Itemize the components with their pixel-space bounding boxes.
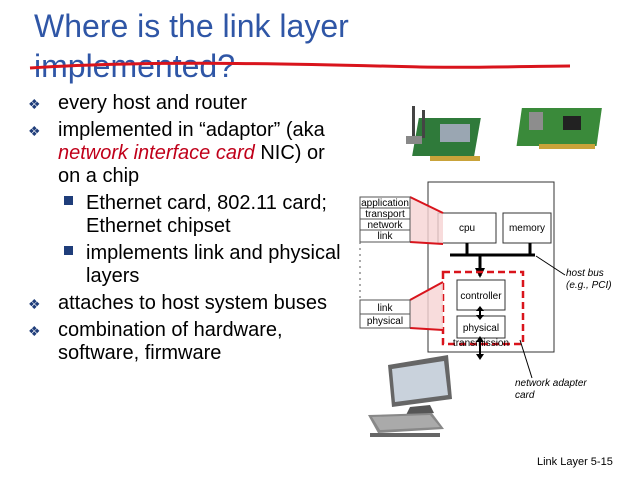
sub-bullet-item: Ethernet card, 802.11 card; Ethernet chi… [28, 192, 348, 238]
stack-label: transport [365, 209, 405, 220]
host-bus-label: host bus (e.g., PCI) [566, 268, 612, 291]
slide-title: Where is the link layer implemented? [34, 8, 349, 84]
wireless-nic-card-image [406, 106, 481, 161]
bullet-item: ❖ implemented in “adaptor” (aka network … [28, 119, 325, 187]
bullet-item: ❖ attaches to host system buses [28, 292, 328, 314]
ethernet-nic-card-image [516, 108, 602, 149]
cpu-box [437, 212, 497, 244]
physical-label: physical [463, 323, 499, 334]
cpu-label: cpu [459, 223, 475, 234]
stack-label: link [377, 303, 393, 314]
bullet-list: ❖ every host and router ❖ implemented in… [28, 92, 348, 369]
network-adapter-label: network adapter card [515, 378, 587, 401]
bullet-item: ❖ combination of hardware, software, fir… [28, 319, 283, 364]
diamond-bullet-icon: ❖ [28, 96, 41, 112]
memory-box [502, 212, 552, 244]
diamond-bullet-icon: ❖ [28, 296, 41, 312]
stack-label: link [377, 231, 393, 242]
sub-bullet-item: implements link and physical layers [28, 242, 348, 288]
controller-label: controller [460, 291, 502, 302]
bullet-item: ❖ every host and router [28, 92, 247, 114]
stack-label: physical [367, 316, 403, 327]
memory-label: memory [509, 223, 545, 234]
diamond-bullet-icon: ❖ [28, 123, 41, 139]
stack-label: network [367, 220, 403, 231]
stack-label: application [361, 198, 409, 209]
footer-page-label: Link Layer 5-15 [537, 456, 613, 468]
diamond-bullet-icon: ❖ [28, 323, 41, 339]
computer-image [368, 355, 452, 437]
nic-term: network interface card [58, 142, 255, 164]
link-layer-diagram: application transport network link link … [359, 181, 566, 379]
controller-box [456, 279, 506, 311]
square-bullet-icon [64, 246, 73, 255]
square-bullet-icon [64, 196, 73, 205]
transmission-label: transmission [453, 338, 509, 349]
